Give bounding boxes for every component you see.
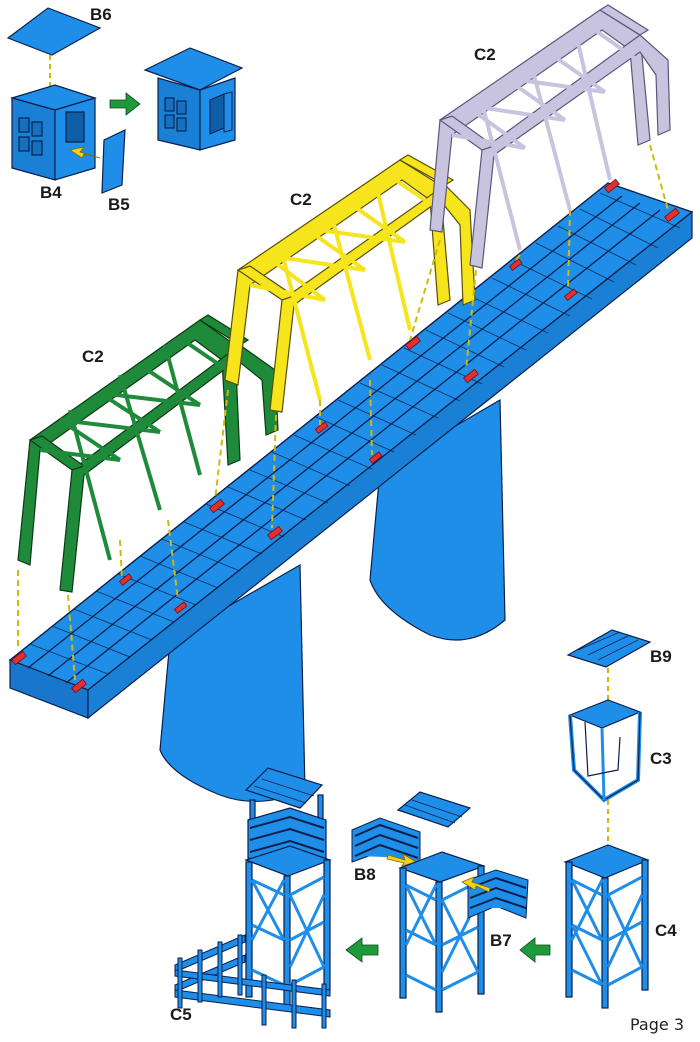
roof-piece-b6 (6, 7, 102, 56)
label-b7: B7 (490, 931, 512, 950)
step-arrow-left-icon (345, 937, 379, 963)
step-arrow-icon (109, 92, 141, 116)
label-b6: B6 (90, 5, 112, 24)
panel-b7 (467, 869, 529, 919)
booth-body-b4 (9, 84, 98, 181)
label-c3: C3 (650, 749, 672, 768)
tower-base-c4 (563, 844, 650, 1009)
page-number: Page 3 (630, 1015, 684, 1034)
guide-lines (17, 144, 669, 681)
label-b8: B8 (354, 865, 376, 884)
label-b9: B9 (650, 647, 672, 666)
insert-arrow-b7-icon (461, 876, 491, 893)
label-c2-middle: C2 (290, 190, 312, 209)
completed-tower (244, 767, 332, 1007)
door-piece-b5 (101, 129, 126, 194)
insert-arrow-icon (68, 146, 101, 159)
connector-tabs (11, 178, 680, 694)
assembled-booth (143, 47, 244, 151)
step-arrow-left-icon-2 (519, 937, 551, 963)
truss-section-yellow (224, 154, 476, 413)
label-b4: B4 (40, 183, 62, 202)
cabin-roof-middle (396, 791, 472, 828)
fence-c5 (174, 934, 331, 1029)
label-c5: C5 (170, 1005, 192, 1024)
roof-piece-b9 (566, 629, 652, 668)
label-c2-left: C2 (82, 347, 104, 366)
bridge-deck (8, 182, 694, 720)
label-c4: C4 (655, 921, 677, 940)
truss-section-lavender (429, 4, 671, 269)
truss-section-green (17, 314, 279, 593)
label-b5: B5 (108, 195, 130, 214)
cabin-frame-c3 (568, 699, 642, 803)
label-c2-right: C2 (474, 45, 496, 64)
tower-middle (398, 851, 486, 1013)
